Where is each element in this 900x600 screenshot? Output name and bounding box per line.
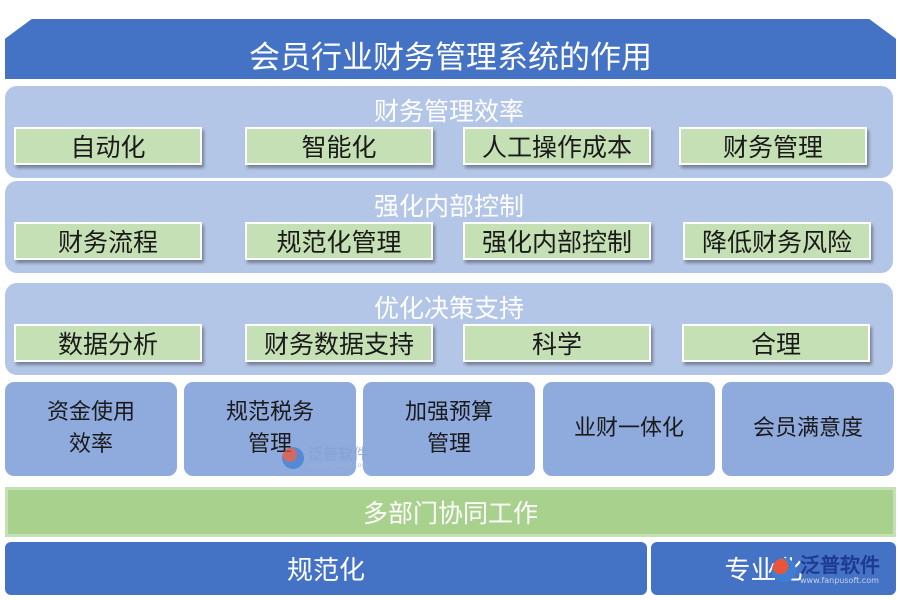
pill-standard-management: 规范化管理 <box>245 222 433 260</box>
panel-decision-support: 优化决策支持 数据分析 财务数据支持 科学 合理 <box>5 283 893 375</box>
bar-specialization: 专业化 <box>651 542 896 595</box>
box-line: 资金使用 <box>46 400 135 425</box>
pill-reduce-risk: 降低财务风险 <box>683 222 871 260</box>
pill-data-support: 财务数据支持 <box>245 324 433 362</box>
box-tax-management: 规范税务管理 <box>184 382 356 476</box>
watermark-center: 泛普软件 www.fanpusoft.com <box>282 446 368 469</box>
pill-labor-cost: 人工操作成本 <box>463 127 651 165</box>
box-line: 管理 <box>426 432 471 457</box>
bar-standardization: 规范化 <box>5 542 647 595</box>
watermark-bottom: 泛普软件 www.fanpusoft.com <box>772 554 880 585</box>
panel-title: 强化内部控制 <box>373 192 524 221</box>
pill-scientific: 科学 <box>463 324 651 362</box>
panel-internal-control: 强化内部控制 财务流程 规范化管理 强化内部控制 降低财务风险 <box>5 181 893 273</box>
panel-title: 财务管理效率 <box>373 97 524 126</box>
panel-finance-efficiency: 财务管理效率 自动化 智能化 人工操作成本 财务管理 <box>5 86 893 178</box>
box-line: 规范税务 <box>225 400 314 425</box>
box-fund-efficiency: 资金使用效率 <box>5 382 177 476</box>
pill-intelligence: 智能化 <box>245 127 433 165</box>
pill-internal-control: 强化内部控制 <box>463 222 651 260</box>
watermark-subtext: www.fanpusoft.com <box>800 576 879 585</box>
box-member-satisfaction: 会员满意度 <box>722 382 894 476</box>
box-line: 加强预算 <box>404 400 493 425</box>
box-line: 效率 <box>68 432 113 457</box>
watermark-logo-icon <box>772 557 796 582</box>
diagram-title: 会员行业财务管理系统的作用 <box>5 19 896 79</box>
box-line: 业财一体化 <box>573 416 684 441</box>
watermark-text: 泛普软件 <box>800 553 880 577</box>
panel-title: 优化决策支持 <box>373 294 524 323</box>
pill-finance-process: 财务流程 <box>14 222 202 260</box>
watermark-text: 泛普软件 <box>308 445 369 463</box>
pill-data-analysis: 数据分析 <box>14 324 202 362</box>
watermark-subtext: www.fanpusoft.com <box>308 462 368 469</box>
pill-rational: 合理 <box>682 324 870 362</box>
pill-finance-management: 财务管理 <box>679 127 867 165</box>
box-line: 会员满意度 <box>752 416 863 441</box>
box-budget-management: 加强预算管理 <box>363 382 535 476</box>
watermark-logo-icon <box>282 446 304 469</box>
pill-automation: 自动化 <box>14 127 202 165</box>
collaboration-bar: 多部门协同工作 <box>5 487 896 537</box>
box-business-finance: 业财一体化 <box>543 382 715 476</box>
